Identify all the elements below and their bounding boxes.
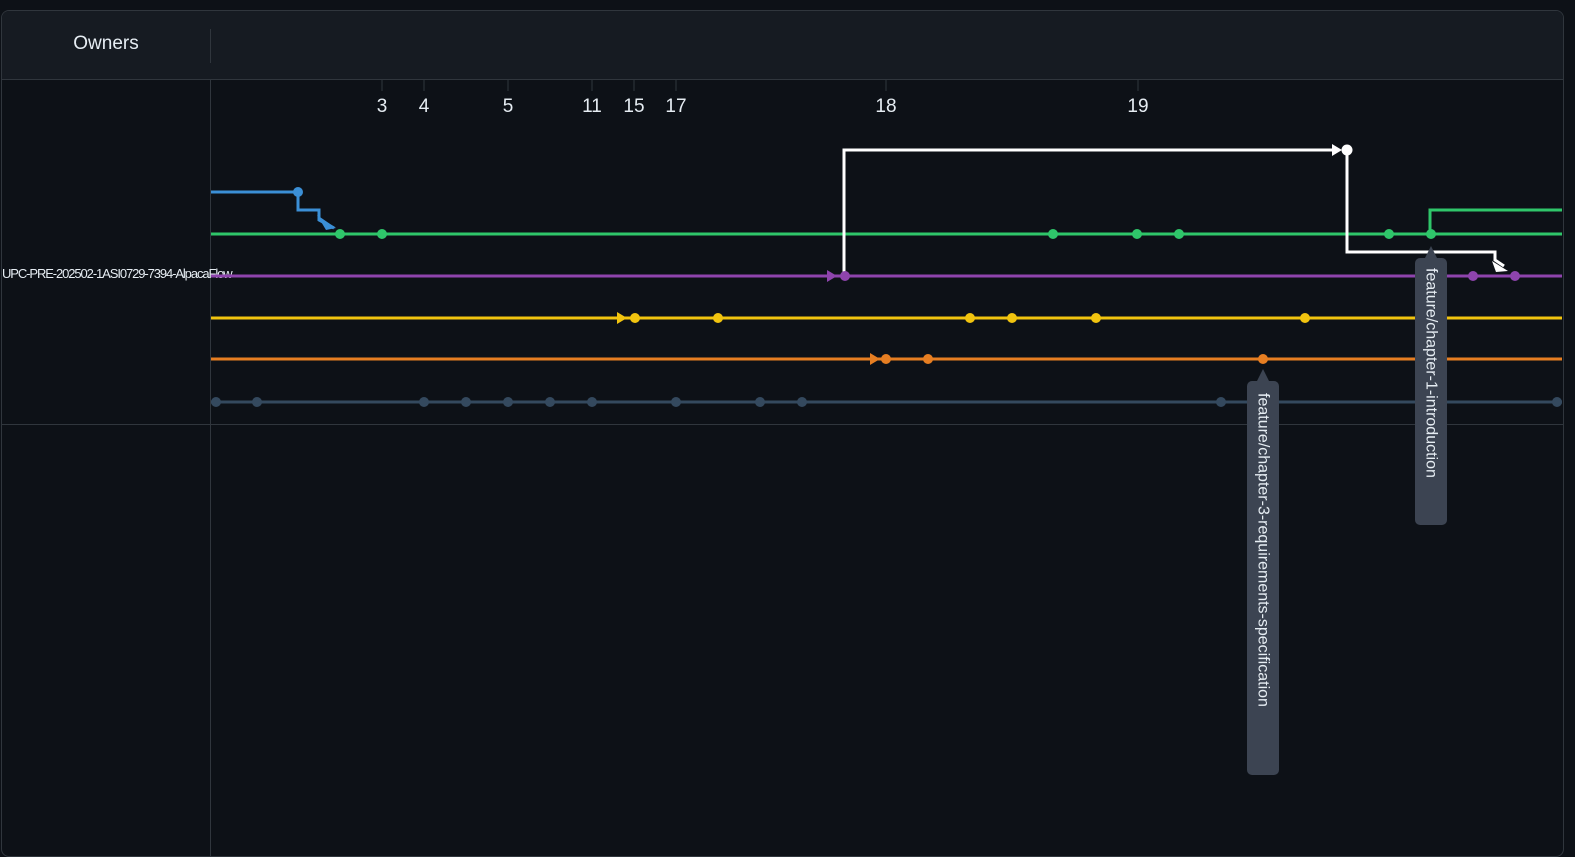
commit-node[interactable] [1341,144,1353,156]
commit-node[interactable] [755,397,765,407]
arrowhead-icon [317,215,336,230]
arrowhead-icon [1492,261,1508,272]
owners-column-title: Owners [73,33,139,54]
commit-node[interactable] [1384,229,1394,239]
commit-node[interactable] [211,397,221,407]
commit-node[interactable] [1510,271,1520,281]
column-divider [210,80,211,856]
tick-label: 11 [582,96,602,117]
commit-node[interactable] [1048,229,1058,239]
commit-node[interactable] [797,397,807,407]
row-divider [2,424,1563,425]
commit-node[interactable] [587,397,597,407]
commit-node[interactable] [461,397,471,407]
commit-node[interactable] [1552,397,1562,407]
commit-node[interactable] [1132,229,1142,239]
commit-node[interactable] [713,313,723,323]
merge-line-white [842,148,1336,276]
commit-node[interactable] [377,229,387,239]
commit-node[interactable] [252,397,262,407]
tick-label: 15 [623,96,644,117]
panel-header: Owners [2,11,1563,80]
arrowhead-icon [827,270,837,282]
commit-node[interactable] [840,271,850,281]
repository-name[interactable]: UPC-PRE-202502-1ASI0729-7394-AlpacaFlow [2,266,233,281]
branch-tag-label: feature/chapter-3-requirements-specifica… [1255,393,1272,707]
branch-tag-label: feature/chapter-1-introduction [1423,268,1440,478]
commit-node[interactable] [293,187,303,197]
arrowhead-icon [1332,144,1342,156]
arrowhead-icon [617,312,627,324]
commit-node[interactable] [965,313,975,323]
tag-pointer [1425,246,1437,258]
commit-node[interactable] [1091,313,1101,323]
commit-node[interactable] [630,313,640,323]
tick-label: 4 [419,96,430,117]
branch-line-blue [211,190,335,230]
tag-pointer [1257,369,1269,381]
tick-label: 3 [377,96,388,117]
commit-node[interactable] [419,397,429,407]
header-divider [210,29,211,63]
commit-node[interactable] [923,354,933,364]
commit-node[interactable] [1174,229,1184,239]
commit-node[interactable] [335,229,345,239]
branch-tag[interactable]: feature/chapter-1-introduction [1415,246,1447,525]
commit-node[interactable] [1007,313,1017,323]
commit-node[interactable] [1300,313,1310,323]
merge-line-white-return [1345,150,1505,268]
tick-label: 17 [665,96,686,117]
commit-node[interactable] [503,397,513,407]
commit-node[interactable] [1468,271,1478,281]
commit-node[interactable] [545,397,555,407]
tick-label: 19 [1127,96,1148,117]
tick-label: 5 [503,96,514,117]
branch-tag[interactable]: feature/chapter-3-requirements-specifica… [1247,369,1279,775]
branch-line-green-fork [1428,208,1562,234]
commit-node[interactable] [881,354,891,364]
tick-label: 18 [875,96,896,117]
tag-box [1247,381,1279,775]
arrowhead-icon [870,353,880,365]
commit-node[interactable] [1258,354,1268,364]
commit-node[interactable] [1426,229,1436,239]
commit-node[interactable] [1216,397,1226,407]
commit-node[interactable] [671,397,681,407]
tag-box [1415,258,1447,525]
